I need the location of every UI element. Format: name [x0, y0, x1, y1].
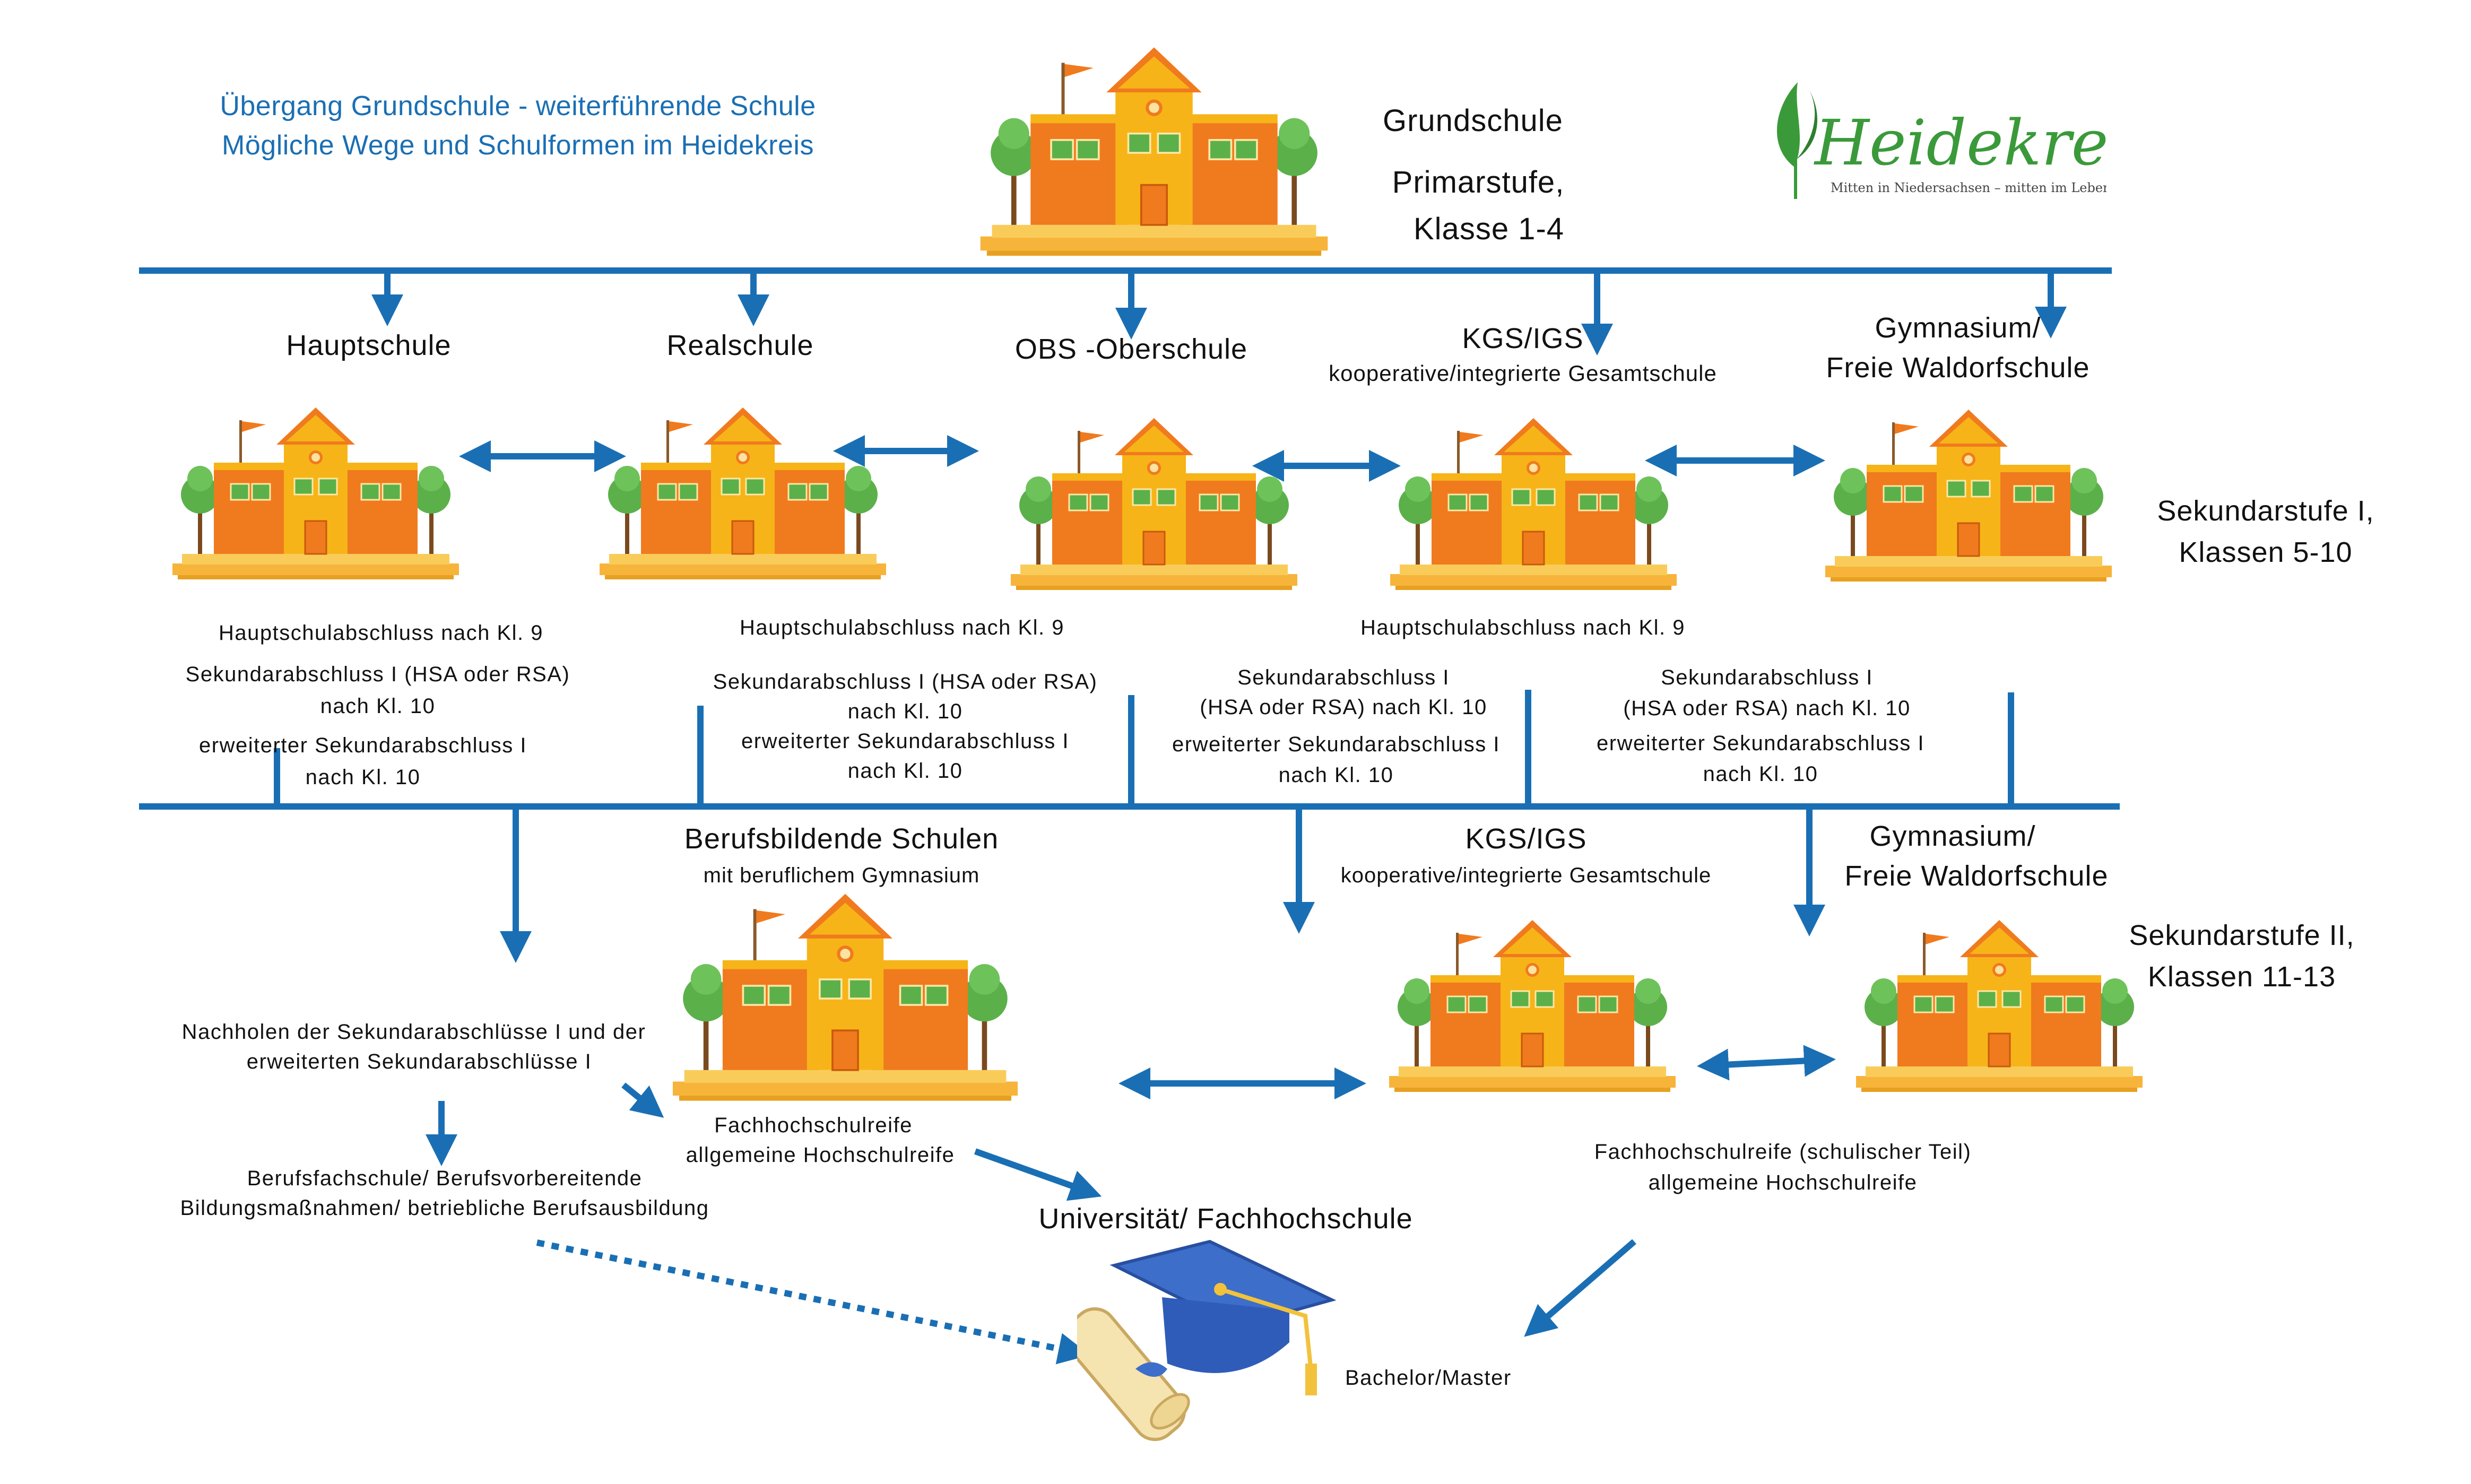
- hauptschule-label: Hauptschule: [286, 329, 452, 361]
- bbs-degree-2: allgemeine Hochschulreife: [686, 1143, 955, 1167]
- arrow-gym-university: [1524, 1239, 1636, 1337]
- bbs-degree-1: Fachhochschulreife: [714, 1114, 913, 1137]
- kgs-sek2-sublabel: kooperative/integrierte Gesamtschule: [1340, 864, 1712, 887]
- hauptschule-building-icon: [172, 404, 459, 579]
- arrow-kgs-gym-sek2: [1697, 1045, 1836, 1081]
- grundschule-label: Grundschule: [1383, 103, 1563, 138]
- obs-degree-4: nach Kl. 10: [1278, 763, 1394, 787]
- kgs-degree-4: nach Kl. 10: [1703, 762, 1818, 786]
- heidekreis-logo-icon: Heidekreis Mitten in Niedersachsen – mit…: [1756, 74, 2161, 202]
- haupt-degree-2: Sekundarabschluss I (HSA oder RSA): [185, 663, 570, 686]
- grundschule-building-icon: [976, 44, 1332, 256]
- obs-building-icon: [1011, 415, 1297, 590]
- university-label: Universität/ Fachhochschule: [1038, 1203, 1413, 1235]
- nachholen-line1: Nachholen der Sekundarabschlüsse I und d…: [181, 1020, 646, 1044]
- gym-sek2-building-icon: [1856, 917, 2143, 1092]
- sek1-stage-line2: Klassen 5-10: [2179, 536, 2353, 568]
- primary-stage-line2: Klasse 1-4: [1413, 212, 1565, 246]
- sek1-stage-line1: Sekundarstufe I,: [2157, 495, 2374, 527]
- kgs-degree-top: Hauptschulabschluss nach Kl. 9: [1360, 616, 1685, 639]
- obs-degree-1: Sekundarabschluss I: [1237, 666, 1450, 689]
- real-degree-1: Hauptschulabschluss nach Kl. 9: [740, 616, 1064, 639]
- diploma-scroll-icon: [1077, 1307, 1190, 1442]
- kgs-degree-1: Sekundarabschluss I: [1661, 666, 1873, 689]
- gymnasium-label-line2: Freie Waldorfschule: [1826, 352, 2090, 384]
- kgs-label: KGS/IGS: [1462, 323, 1584, 354]
- obs-degree-2: (HSA oder RSA) nach Kl. 10: [1200, 696, 1487, 719]
- logo-wordmark: Heidekreis: [1814, 106, 2106, 179]
- page-title-line2: Mögliche Wege und Schulformen im Heidekr…: [222, 130, 814, 161]
- real-degree-4: erweiterter Sekundarabschluss I: [741, 730, 1069, 753]
- kgs-building-icon: [1390, 415, 1677, 590]
- page-title-line1: Übergang Grundschule - weiterführende Sc…: [220, 91, 816, 122]
- gymnasium-building-icon: [1825, 406, 2112, 582]
- arrow-nachholen-bbs: [621, 1082, 664, 1118]
- haupt-degree-5: nach Kl. 10: [305, 766, 421, 789]
- real-degree-5: nach Kl. 10: [847, 759, 963, 783]
- obs-label: OBS -Oberschule: [1015, 333, 1248, 365]
- nachholen-line2: erweiterten Sekundarabschlüsse I: [246, 1050, 592, 1073]
- kgs-sek2-building-icon: [1389, 917, 1676, 1092]
- kgs-sek2-label: KGS/IGS: [1465, 823, 1587, 855]
- haupt-degree-4: erweiterter Sekundarabschluss I: [199, 734, 527, 757]
- gym-sek2-label-line1: Gymnasium/: [1869, 820, 2036, 852]
- real-degree-2: Sekundarabschluss I (HSA oder RSA): [713, 670, 1098, 693]
- kgs-sublabel: kooperative/integrierte Gesamtschule: [1329, 361, 1717, 386]
- sek2-stage-line2: Klassen 11-13: [2147, 961, 2336, 993]
- bbs-label: Berufsbildende Schulen: [684, 823, 999, 855]
- gym-sek2-label-line2: Freie Waldorfschule: [1844, 860, 2109, 892]
- kgs-degree-2: (HSA oder RSA) nach Kl. 10: [1623, 697, 1911, 720]
- logo-tagline: Mitten in Niedersachsen – mitten im Lebe…: [1831, 180, 2106, 195]
- beruf-line1: Berufsfachschule/ Berufsvorbereitende: [247, 1167, 643, 1190]
- arrow-beruf-university-dotted: [536, 1239, 1090, 1365]
- primary-stage-line1: Primarstufe,: [1392, 165, 1565, 199]
- gymnasium-label-line1: Gymnasium/: [1875, 312, 2041, 344]
- arrow-bbs-university: [974, 1148, 1102, 1201]
- realschule-building-icon: [600, 404, 886, 579]
- real-degree-3: nach Kl. 10: [847, 700, 963, 723]
- obs-degree-3: erweiterter Sekundarabschluss I: [1172, 733, 1500, 756]
- kgs-degree-3: erweiterter Sekundarabschluss I: [1597, 732, 1924, 755]
- bbs-sublabel: mit beruflichem Gymnasium: [703, 864, 980, 887]
- right-degree-2: allgemeine Hochschulreife: [1648, 1171, 1918, 1194]
- right-degree-1: Fachhochschulreife (schulischer Teil): [1594, 1140, 1972, 1164]
- realschule-label: Realschule: [666, 329, 814, 361]
- bachelor-master-label: Bachelor/Master: [1345, 1366, 1512, 1390]
- sek2-stage-line1: Sekundarstufe II,: [2129, 919, 2355, 951]
- beruf-line2: Bildungsmaßnahmen/ betriebliche Berufsau…: [180, 1196, 709, 1220]
- graduation-cap-icon: [1077, 1239, 1337, 1442]
- haupt-degree-3: nach Kl. 10: [320, 695, 436, 718]
- haupt-degree-1: Hauptschulabschluss nach Kl. 9: [219, 621, 543, 645]
- bbs-building-icon: [673, 889, 1018, 1101]
